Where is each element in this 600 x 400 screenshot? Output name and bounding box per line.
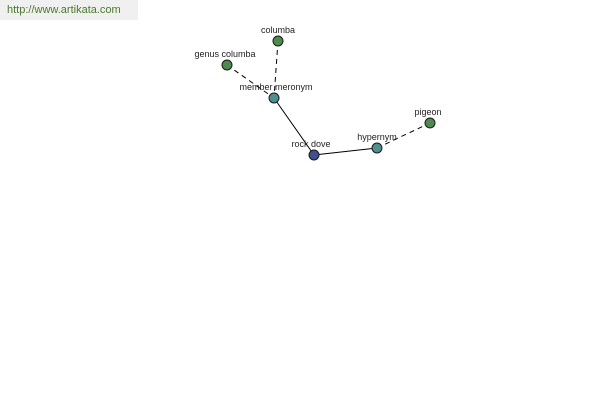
node-genus-columba[interactable]: genus columba [194,49,256,71]
edge-member-meronym-rock-dove [273,97,315,156]
edge-rock-dove-hypernym [313,147,378,156]
node-columba-dot [272,35,284,47]
edge-genus-columba-member-meronym [226,64,275,99]
node-rock-dove-label: rock dove [291,139,330,149]
node-columba-label: columba [261,25,295,35]
node-pigeon[interactable]: pigeon [414,107,442,129]
node-rock-dove[interactable]: rock dove [291,139,331,161]
node-columba[interactable]: columba [261,25,295,47]
node-member-meronym[interactable]: member meronym [239,82,313,104]
node-genus-columba-dot [221,59,233,71]
node-hypernym-label: hypernym [357,132,397,142]
node-member-meronym-label: member meronym [239,82,312,92]
artikata-url-link[interactable]: http://www.artikata.com [0,0,138,20]
node-genus-columba-label: genus columba [194,49,255,59]
node-pigeon-label: pigeon [414,107,441,117]
edge-hypernym-pigeon [376,122,431,149]
node-pigeon-dot [424,117,436,129]
node-hypernym[interactable]: hypernym [357,132,397,154]
node-rock-dove-dot [308,149,320,161]
edge-columba-member-meronym [273,40,279,99]
node-member-meronym-dot [268,92,280,104]
node-hypernym-dot [371,142,383,154]
